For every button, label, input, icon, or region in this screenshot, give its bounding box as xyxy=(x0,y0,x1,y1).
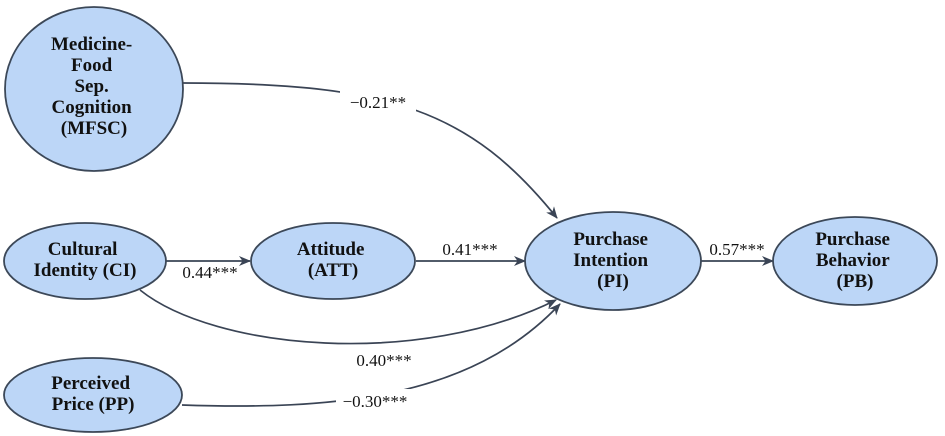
node-label-line: Attitude xyxy=(297,239,365,260)
node-pp: Perceived Price (PP) xyxy=(3,357,183,433)
node-label-line: Cultural xyxy=(48,239,118,260)
edge-label: 0.44*** xyxy=(182,263,237,282)
node-shape xyxy=(524,211,702,311)
node-shape xyxy=(4,6,184,172)
node-label: Cultural Identity (CI) xyxy=(34,239,137,281)
node-mfsc: Medicine- Food Sep. Cognition (MFSC) xyxy=(4,6,184,172)
node-label: Purchase Intention (PI) xyxy=(573,229,653,292)
edge-mfsc-to-pi: −0.21** xyxy=(182,82,558,219)
edge-label-bg xyxy=(336,389,414,413)
node-label-line: (MFSC) xyxy=(61,118,127,139)
node-label-line: Intention xyxy=(573,250,648,271)
edge-ci-to-pi: 0.40*** xyxy=(139,289,557,372)
node-label-line: Cognition xyxy=(52,97,133,118)
edge-label: 0.40*** xyxy=(356,351,411,370)
node-shape xyxy=(3,357,183,433)
node-shape xyxy=(3,222,167,300)
edge-pp-to-pi: −0.30*** xyxy=(181,303,561,413)
node-label-line: Purchase xyxy=(573,229,648,250)
edge-label: 0.41*** xyxy=(442,240,497,259)
node-ci: Cultural Identity (CI) xyxy=(3,222,167,300)
node-shape xyxy=(772,216,938,306)
edge-pi-to-pb: 0.57*** xyxy=(701,240,774,266)
edge-label: 0.57*** xyxy=(709,240,764,259)
node-pb: Purchase Behavior (PB) xyxy=(772,216,938,306)
node-label: Medicine- Food Sep. Cognition (MFSC) xyxy=(51,34,137,139)
node-label-line: Behavior xyxy=(816,250,890,271)
node-label-line: Sep. xyxy=(74,76,108,97)
edge-label: −0.21** xyxy=(350,93,406,112)
node-label-line: Medicine- xyxy=(51,34,132,55)
node-label-line: Food xyxy=(71,55,113,76)
node-label-line: Identity (CI) xyxy=(34,260,137,281)
node-label-line: (PB) xyxy=(837,271,874,292)
node-label-line: Price (PP) xyxy=(52,394,135,415)
node-label-line: Perceived xyxy=(51,373,130,394)
node-label: Purchase Behavior (PB) xyxy=(815,229,894,292)
node-shape xyxy=(250,222,416,300)
edge-label-bg xyxy=(340,90,416,114)
node-label-line: Purchase xyxy=(815,229,890,250)
edge-ci-to-att: 0.44*** xyxy=(166,256,251,282)
node-att: Attitude (ATT) xyxy=(250,222,416,300)
edges: −0.21** 0.44*** 0.41*** 0.57*** 0.40*** … xyxy=(139,82,774,413)
edge-label-bg xyxy=(348,348,420,372)
node-label: Perceived Price (PP) xyxy=(51,373,135,415)
nodes: Medicine- Food Sep. Cognition (MFSC) Cul… xyxy=(3,6,938,433)
edge-line xyxy=(139,289,557,345)
node-label-line: (ATT) xyxy=(308,260,358,281)
edge-att-to-pi: 0.41*** xyxy=(416,240,526,266)
node-label: Attitude (ATT) xyxy=(297,239,369,281)
node-pi: Purchase Intention (PI) xyxy=(524,211,702,311)
edge-label: −0.30*** xyxy=(343,392,408,411)
node-label-line: (PI) xyxy=(597,271,629,292)
